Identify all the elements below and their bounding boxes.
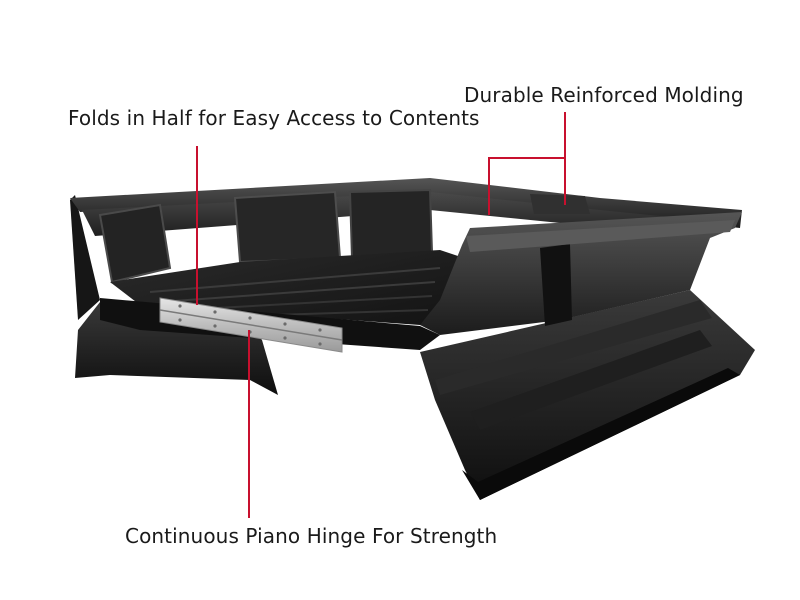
piano-hinge (159, 297, 343, 353)
callout-folds: Folds in Half for Easy Access to Content… (68, 106, 480, 130)
bed-shell (70, 178, 742, 350)
leader-lines (196, 112, 566, 518)
lower-base (75, 290, 755, 500)
leader-durable (488, 112, 566, 215)
callout-durable: Durable Reinforced Molding (464, 83, 744, 107)
callout-hinge: Continuous Piano Hinge For Strength (125, 524, 498, 548)
